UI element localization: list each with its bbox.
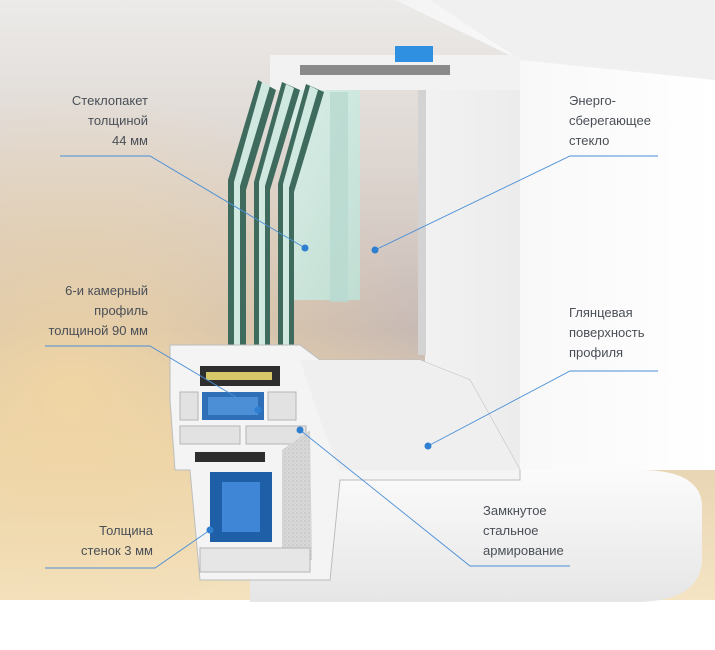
glazing-bead-yellow <box>206 372 272 380</box>
callout-energy-glass-line-2: сберегающее <box>569 113 651 128</box>
frame-top-gasket <box>300 65 450 75</box>
callout-steel-reinforcement-line-2: стальное <box>483 523 539 538</box>
frame-inner-edge <box>418 80 426 355</box>
callout-chamber-profile-line-3: толщиной 90 мм <box>48 323 148 338</box>
wall-reveal <box>430 0 715 80</box>
callout-glass-unit-line-1: Стеклопакет <box>71 93 148 108</box>
chamber-4 <box>179 425 241 445</box>
callout-steel-reinforcement-line-1: Замкнутое <box>483 503 547 518</box>
callout-chamber-profile: 6-и камерный профиль толщиной 90 мм <box>20 281 148 341</box>
background-bottom <box>0 600 715 650</box>
insulation-block <box>282 430 312 560</box>
callout-glossy-surface-line-3: профиля <box>569 345 624 360</box>
chamber-3 <box>267 391 297 421</box>
chamber-1 <box>179 391 199 421</box>
callout-energy-glass-line-1: Энерго- <box>569 93 616 108</box>
glass-pane-2-face <box>259 84 294 368</box>
callout-glass-unit-line-2: толщиной <box>88 113 148 128</box>
callout-wall-thickness-line-1: Толщина <box>99 523 153 538</box>
callout-energy-glass-line-3: стекло <box>569 133 610 148</box>
callout-energy-glass: Энерго- сберегающее стекло <box>569 91 689 151</box>
callout-glass-unit-line-3: 44 мм <box>112 133 148 148</box>
gasket-black <box>195 452 265 462</box>
callout-glossy-surface: Глянцевая поверхность профиля <box>569 303 689 363</box>
steel-reinforcement-inner <box>222 482 260 532</box>
glass-pane-3 <box>278 84 324 370</box>
callout-steel-reinforcement-line-3: армирование <box>483 543 564 558</box>
callout-wall-thickness: Толщина стенок 3 мм <box>40 521 153 561</box>
glass-spacer <box>330 92 348 302</box>
callout-chamber-profile-line-1: 6-и камерный <box>65 283 148 298</box>
callout-chamber-profile-line-2: профиль <box>94 303 148 318</box>
callout-steel-reinforcement: Замкнутое стальное армирование <box>483 501 603 561</box>
glass-pane-2 <box>254 82 300 370</box>
frame-top-blue-insert <box>395 46 433 62</box>
glass-pane-1-face <box>234 82 270 368</box>
callout-wall-thickness-line-2: стенок 3 мм <box>81 543 153 558</box>
chamber-2-inner <box>208 397 258 415</box>
callout-glossy-surface-line-2: поверхность <box>569 325 645 340</box>
callout-glass-unit: Стеклопакет толщиной 44 мм <box>40 91 148 151</box>
callout-glossy-surface-line-1: Глянцевая <box>569 305 633 320</box>
chamber-6 <box>199 547 311 573</box>
